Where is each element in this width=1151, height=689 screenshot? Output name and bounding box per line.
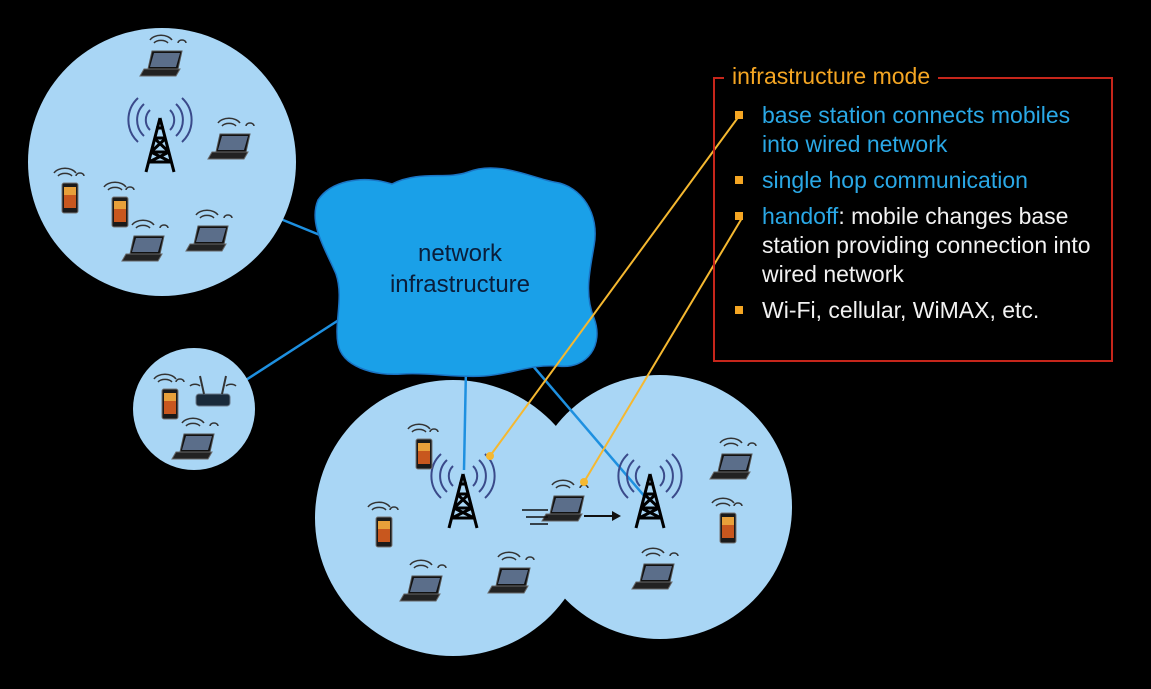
cloud-label: network infrastructure [360, 238, 560, 300]
bullet-item: Wi-Fi, cellular, WiMAX, etc. [734, 296, 1106, 325]
bullet-square-icon [735, 176, 743, 184]
cloud-label-line-1: network [417, 240, 503, 267]
bullet-square-icon [735, 306, 743, 314]
bullet-text: : mobile changes base station providing … [762, 203, 1091, 287]
bullet-text: Wi-Fi, cellular, WiMAX, etc. [762, 297, 1040, 323]
bullet-highlight: single hop communication [762, 167, 1028, 193]
cloud-label-line-2: infrastructure [389, 271, 531, 298]
wireless-router-icon [189, 375, 237, 407]
motion-arrow-icon [522, 509, 621, 525]
pointer-dot [486, 452, 494, 460]
bullet-item: single hop communication [734, 166, 1106, 195]
bullet-square-icon [735, 111, 743, 119]
bullet-highlight: base station connects mobiles into wired… [762, 102, 1071, 157]
link-bottom-left-cell [462, 367, 468, 471]
bullet-list: base station connects mobiles into wired… [734, 101, 1106, 332]
pointer-base-station [489, 111, 743, 457]
bullet-square-icon [735, 212, 743, 220]
network-cloud [314, 167, 598, 378]
bullet-item: base station connects mobiles into wired… [734, 101, 1106, 159]
bullet-item: handoff: mobile changes base station pro… [734, 202, 1106, 289]
panel-title: infrastructure mode [724, 60, 939, 92]
pointer-dot [580, 478, 588, 486]
pointer-handoff [583, 217, 743, 483]
bullet-highlight: handoff [762, 203, 839, 229]
